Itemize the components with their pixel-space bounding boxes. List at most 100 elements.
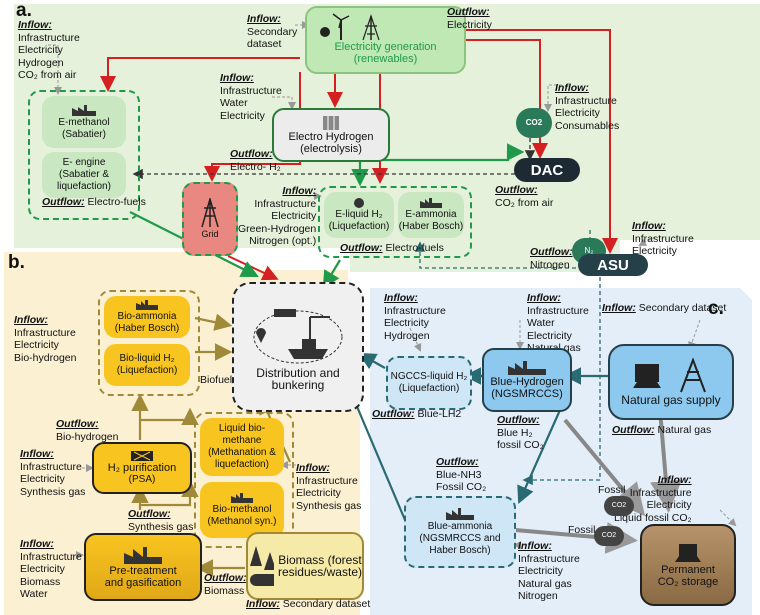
- ngsupply-inflow: Inflow: Secondary dataset: [602, 302, 726, 315]
- bioammonia-node[interactable]: Bio-ammonia (Haber Bosch): [104, 296, 190, 338]
- wind-turbine-icon: [320, 13, 380, 40]
- electrofuels-outflow: Outflow: Electro-fuels: [340, 242, 444, 255]
- grid-node[interactable]: Grid: [182, 182, 238, 256]
- grid-label: Grid: [201, 229, 219, 239]
- synthgas-outflow-label: Outflow:: [128, 508, 171, 520]
- red-arrow-6: [462, 29, 618, 254]
- fossil-arrow-1: [563, 418, 646, 517]
- bluenh3-outflow-label: Outflow:: [436, 456, 479, 468]
- elecgen-inflow-label: Inflow:: [247, 13, 281, 25]
- left-group-outflow-text: Electro-fuels: [87, 196, 146, 208]
- elecgen-inflow-text: Secondary dataset: [247, 25, 298, 51]
- left-group-inflow-text: Infrastructure Electricity Hydrogen CO₂ …: [18, 31, 80, 82]
- natural-gas-supply-node[interactable]: Natural gas supply: [608, 344, 734, 420]
- biomass-label1: Biomass (forest: [278, 553, 362, 567]
- asu-outflow-text: Nitrogen: [530, 258, 570, 271]
- storage-inflow-text: Infrastructure Electricity Liquid fossil…: [614, 486, 692, 524]
- pretreatment-node[interactable]: Pre-treatment and gasification: [84, 533, 202, 601]
- ngsupply-outflow-label: Outflow:: [612, 424, 655, 436]
- gray-arrow-3: [272, 96, 296, 110]
- dac-label: DAC: [530, 161, 564, 179]
- middle-inflow: Inflow:Infrastructure Electricity Green-…: [238, 185, 316, 248]
- electro-hydrogen-node[interactable]: Electro Hydrogen (electrolysis): [272, 108, 390, 162]
- blue-hydrogen-node[interactable]: Blue-Hydrogen (NGSMRCCS): [482, 348, 572, 412]
- eengine-node[interactable]: E- engine (Sabatier & liquefaction): [42, 152, 126, 198]
- biomethane-label3: liquefaction): [215, 459, 269, 470]
- ngccs-liquid-node[interactable]: NGCCS-liquid H₂ (Liquefaction): [386, 356, 472, 410]
- h2-purification-node[interactable]: H₂ purification (PSA): [92, 442, 192, 494]
- synthgas-outflow-text: Synthesis gas: [128, 520, 194, 533]
- dac-node[interactable]: DAC: [514, 158, 580, 182]
- brown-arrow-6: [140, 479, 199, 507]
- co2a-text: CO2: [611, 502, 627, 509]
- dac-outflow-label: Outflow:: [495, 184, 538, 196]
- teal-arrow-5: [517, 409, 562, 505]
- brown-arrow-2: [194, 313, 233, 331]
- section-b-label: b.: [8, 252, 25, 273]
- elecgen-label1: Electricity generation: [334, 41, 437, 53]
- co2-storage-node[interactable]: Permanent CO₂ storage: [640, 524, 736, 606]
- c-top-inflow-text: Infrastructure Electricity Hydrogen: [384, 304, 446, 342]
- biomass-inflow-label: Inflow:: [246, 598, 280, 610]
- eammonia-node[interactable]: E-ammonia (Haber Bosch): [398, 192, 464, 238]
- pretreat-label1: Pre-treatment: [109, 565, 177, 577]
- blueammonia-inflow: Inflow:Infrastructure Electricity Natura…: [518, 540, 580, 603]
- blue-ammonia-node[interactable]: Blue-ammonia (NGSMRCCS and Haber Bosch): [404, 496, 516, 568]
- biofuels-label: Biofuels: [200, 374, 238, 386]
- elecgen-inflow: Inflow:Secondary dataset: [247, 13, 297, 51]
- elecgen-outflow-label: Outflow:: [447, 6, 490, 18]
- biomass-inflow: Inflow: Secondary dataset: [246, 598, 370, 611]
- liquid-biomethane-node[interactable]: Liquid bio-methane (Methanation & liquef…: [200, 418, 284, 476]
- distribution-bunkering-node[interactable]: Distribution and bunkering: [232, 282, 364, 412]
- biomass-outflow-text: Biomass: [204, 584, 245, 597]
- bioliquid-node[interactable]: Bio-liquid H₂ (Liquefaction): [104, 344, 190, 386]
- co2-cloud-icon-2: CO2: [594, 526, 624, 546]
- ship-port-icon: [253, 309, 343, 364]
- section-c-label: c.: [708, 298, 724, 319]
- blueammonia-label1: Blue-ammonia: [427, 521, 493, 532]
- gray-arrow-2: [48, 44, 62, 95]
- ammonia-plant-icon: [420, 198, 442, 208]
- biohydrogen-outflow: Outflow:Bio-hydrogen: [56, 418, 118, 443]
- teal-arrow-2: [522, 270, 601, 486]
- psa-icon: [131, 451, 153, 461]
- c-top-inflow-label: Inflow:: [384, 292, 418, 304]
- middle-inflow-text: Infrastructure Electricity Green-Hydroge…: [238, 197, 317, 248]
- asu-node[interactable]: ASU: [578, 254, 648, 276]
- bioammonia-label2: (Haber Bosch): [114, 323, 180, 334]
- gray-arrow-11: [409, 327, 422, 352]
- electrohyd-inflow: Inflow:Infrastructure Water Electricity: [220, 72, 282, 122]
- bio-inflow-top: Inflow:Infrastructure Electricity Bio-hy…: [14, 314, 76, 364]
- pretreat-inflow-text: Infrastructure Electricity Biomass Water: [20, 550, 82, 601]
- distribution-label1: Distribution and: [256, 366, 340, 380]
- electrohyd-outflow-text: Electro- H₂: [230, 160, 281, 173]
- gasification-plant-icon: [124, 547, 162, 564]
- elecgen-outflow: Outflow:Electricity: [447, 6, 492, 31]
- h2purif-label1: H₂ purification: [107, 462, 177, 474]
- electricity-generation-node[interactable]: Electricity generation (renewables): [305, 6, 466, 74]
- electrolyser-icon: [323, 116, 339, 130]
- blueammonia-label3: Haber Bosch): [429, 545, 491, 556]
- bluelh2-outflow-label: Outflow:: [372, 408, 415, 420]
- biomass-label2: residues/waste): [277, 565, 362, 579]
- dac-co2-text: CO2: [525, 118, 543, 127]
- methanol-plant-icon: [231, 493, 253, 503]
- left-group-outflow: Outflow: Electro-fuels: [42, 196, 146, 209]
- fossil-arrow-3: [650, 409, 682, 513]
- asu-inflow-label: Inflow:: [632, 220, 666, 232]
- bluehyd-outflow-text: Blue H₂ fossil CO₂: [497, 426, 544, 452]
- teal-nitrogen-arrows: [414, 230, 601, 486]
- elecgen-label2: (renewables): [353, 53, 418, 65]
- bio-right-inflow: Inflow:Infrastructure Electricity Synthe…: [296, 462, 361, 512]
- emethanol-node[interactable]: E-methanol (Sabatier): [42, 96, 126, 148]
- teal-arrow-7: [358, 352, 386, 370]
- electrofuels-group: [28, 90, 140, 220]
- eengine-label3: liquefaction): [57, 181, 111, 192]
- eliquid-node[interactable]: E-liquid H₂ (Liquefaction): [324, 192, 394, 238]
- biomethanol-node[interactable]: Bio-methanol (Methanol syn.): [200, 482, 284, 538]
- ngsupply-inflow-label: Inflow:: [602, 302, 636, 314]
- brown-arrow-7: [140, 407, 199, 426]
- bio-right-inflow-label: Inflow:: [296, 462, 330, 474]
